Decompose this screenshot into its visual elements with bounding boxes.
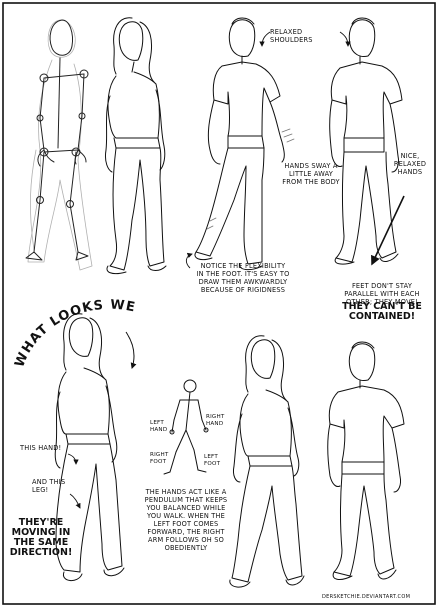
hands-sway-label: Hands sway a little away from the body	[282, 162, 340, 186]
woman-walking-top	[105, 17, 167, 275]
this-hand-label: This hand!	[20, 444, 62, 452]
weird-arrow	[125, 331, 137, 369]
shoulders-arrow-right	[339, 31, 351, 47]
shoulders-arrow-left	[259, 31, 271, 47]
construction-sketch-figure	[25, 19, 93, 271]
signature: Dersketchie.Deviantart.com	[322, 594, 411, 600]
diagonal-arrow	[371, 195, 405, 266]
man-walking-top	[194, 17, 295, 271]
left-hand-label: Left hand	[150, 420, 168, 433]
this-hand-arrow	[67, 453, 79, 465]
feet-dont-stay-label: Feet don't stay parallel with each other…	[344, 282, 420, 306]
foot-flexibility-label: Notice the flexibility in the foot. It's…	[196, 262, 290, 294]
woman-walking-wrong	[54, 313, 125, 581]
woman-walking-bottom	[229, 335, 305, 588]
right-foot-label: Right foot	[150, 452, 169, 465]
this-leg-arrow	[69, 493, 81, 509]
foot-arrow	[185, 252, 193, 269]
pendulum-label: The hands act like a pendulum that keeps…	[144, 488, 228, 552]
relaxed-shoulders-label: Relaxed shoulders	[270, 28, 313, 44]
same-direction-label: They're moving in the same direction!	[9, 517, 73, 558]
stick-figure-diagram	[163, 379, 209, 475]
nice-relaxed-hands-label: Nice, relaxed hands	[393, 152, 427, 176]
left-foot-label: Left foot	[204, 454, 221, 467]
man-walking-right	[329, 17, 403, 265]
man-walking-bottom	[327, 341, 405, 580]
cant-be-contained-label: They can't be contained!	[342, 301, 422, 322]
right-hand-label: Right hand	[206, 414, 225, 427]
and-this-leg-label: And this leg!	[32, 478, 66, 494]
